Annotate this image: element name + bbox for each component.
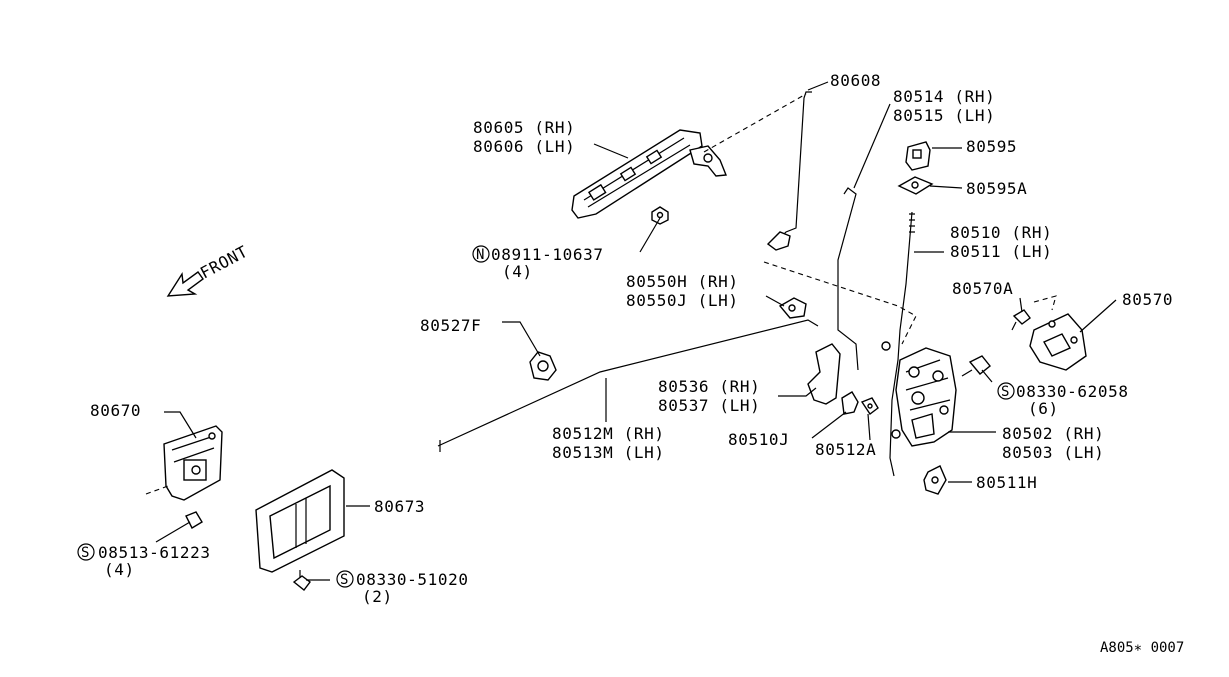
phantom-line-3 — [1033, 295, 1057, 311]
label-80503: 80503 (LH) — [1002, 443, 1104, 462]
handle-nut — [651, 206, 669, 225]
phantom-line-1 — [703, 93, 807, 153]
label-80536: 80536 (RH) — [658, 377, 760, 396]
label-80595: 80595 — [966, 137, 1017, 156]
phantom-line-4 — [145, 485, 169, 495]
label-80570: 80570 — [1122, 290, 1173, 309]
label-80537: 80537 (LH) — [658, 396, 760, 415]
label-80511: 80511 (LH) — [950, 242, 1052, 261]
lock-retainer — [897, 176, 934, 195]
label-80512M: 80512M (RH) — [552, 424, 665, 443]
label-08513-61223: 08513-61223 — [98, 543, 211, 562]
inside-handle-80670 — [163, 425, 223, 501]
striker-80570 — [1029, 313, 1087, 371]
label-08911-10637: 08911-10637 — [491, 245, 604, 264]
bolt-80570A — [1011, 309, 1031, 331]
clip-80512A — [860, 397, 879, 416]
front-label: FRONT — [197, 242, 251, 283]
rod-80608 — [766, 91, 812, 251]
label-80570A: 80570A — [952, 279, 1013, 298]
front-arrow — [166, 271, 204, 297]
screw-symbol-08513 — [77, 543, 95, 561]
label-08330-62058: 08330-62058 — [1016, 382, 1129, 401]
label-80511H: 80511H — [976, 473, 1037, 492]
label-80510: 80510 (RH) — [950, 223, 1052, 242]
screw-08513 — [185, 511, 203, 529]
symbol-S-b: S — [81, 545, 89, 561]
nut-symbol-08911 — [472, 245, 490, 263]
rod-80514 — [837, 187, 859, 371]
screw-08330-62058 — [961, 355, 991, 377]
label-80673: 80673 — [374, 497, 425, 516]
label-80515: 80515 (LH) — [893, 106, 995, 125]
label-80510J: 80510J — [728, 430, 789, 449]
label-80608: 80608 — [830, 71, 881, 90]
symbol-S-c: S — [340, 572, 348, 588]
label-80512A: 80512A — [815, 440, 876, 459]
qty-08513: (4) — [104, 560, 135, 579]
label-80502: 80502 (RH) — [1002, 424, 1104, 443]
qty-08911: (4) — [502, 262, 533, 281]
label-80550J: 80550J (LH) — [626, 291, 739, 310]
clip-80550H — [778, 297, 807, 319]
symbol-N: N — [476, 247, 484, 263]
label-80606: 80606 (LH) — [473, 137, 575, 156]
qty-08330a: (6) — [1028, 399, 1059, 418]
remote-rod-80512M — [437, 319, 819, 452]
screw-symbol-08330b — [336, 570, 354, 588]
label-80527F: 80527F — [420, 316, 481, 335]
escutcheon-80673 — [255, 469, 345, 573]
diagram-code: A805∗ 0007 — [1100, 640, 1184, 656]
leader-lines — [155, 81, 1117, 581]
clip-80527F — [529, 351, 557, 381]
door-lock-assembly — [881, 341, 957, 447]
outside-door-handle — [571, 129, 727, 219]
rod-80510 — [889, 211, 915, 477]
bracket-80536 — [807, 343, 841, 405]
label-80550H: 80550H (RH) — [626, 272, 739, 291]
screw-symbol-08330a — [997, 382, 1015, 400]
lock-cylinder — [905, 141, 931, 171]
label-80513M: 80513M (LH) — [552, 443, 665, 462]
clip-80511H — [923, 465, 947, 495]
label-08330-51020: 08330-51020 — [356, 570, 469, 589]
label-80670: 80670 — [90, 401, 141, 420]
label-80595A: 80595A — [966, 179, 1027, 198]
label-80605: 80605 (RH) — [473, 118, 575, 137]
symbol-S-a: S — [1001, 384, 1009, 400]
clip-80510J — [841, 391, 859, 415]
label-80514: 80514 (RH) — [893, 87, 995, 106]
qty-08330b: (2) — [362, 587, 393, 606]
